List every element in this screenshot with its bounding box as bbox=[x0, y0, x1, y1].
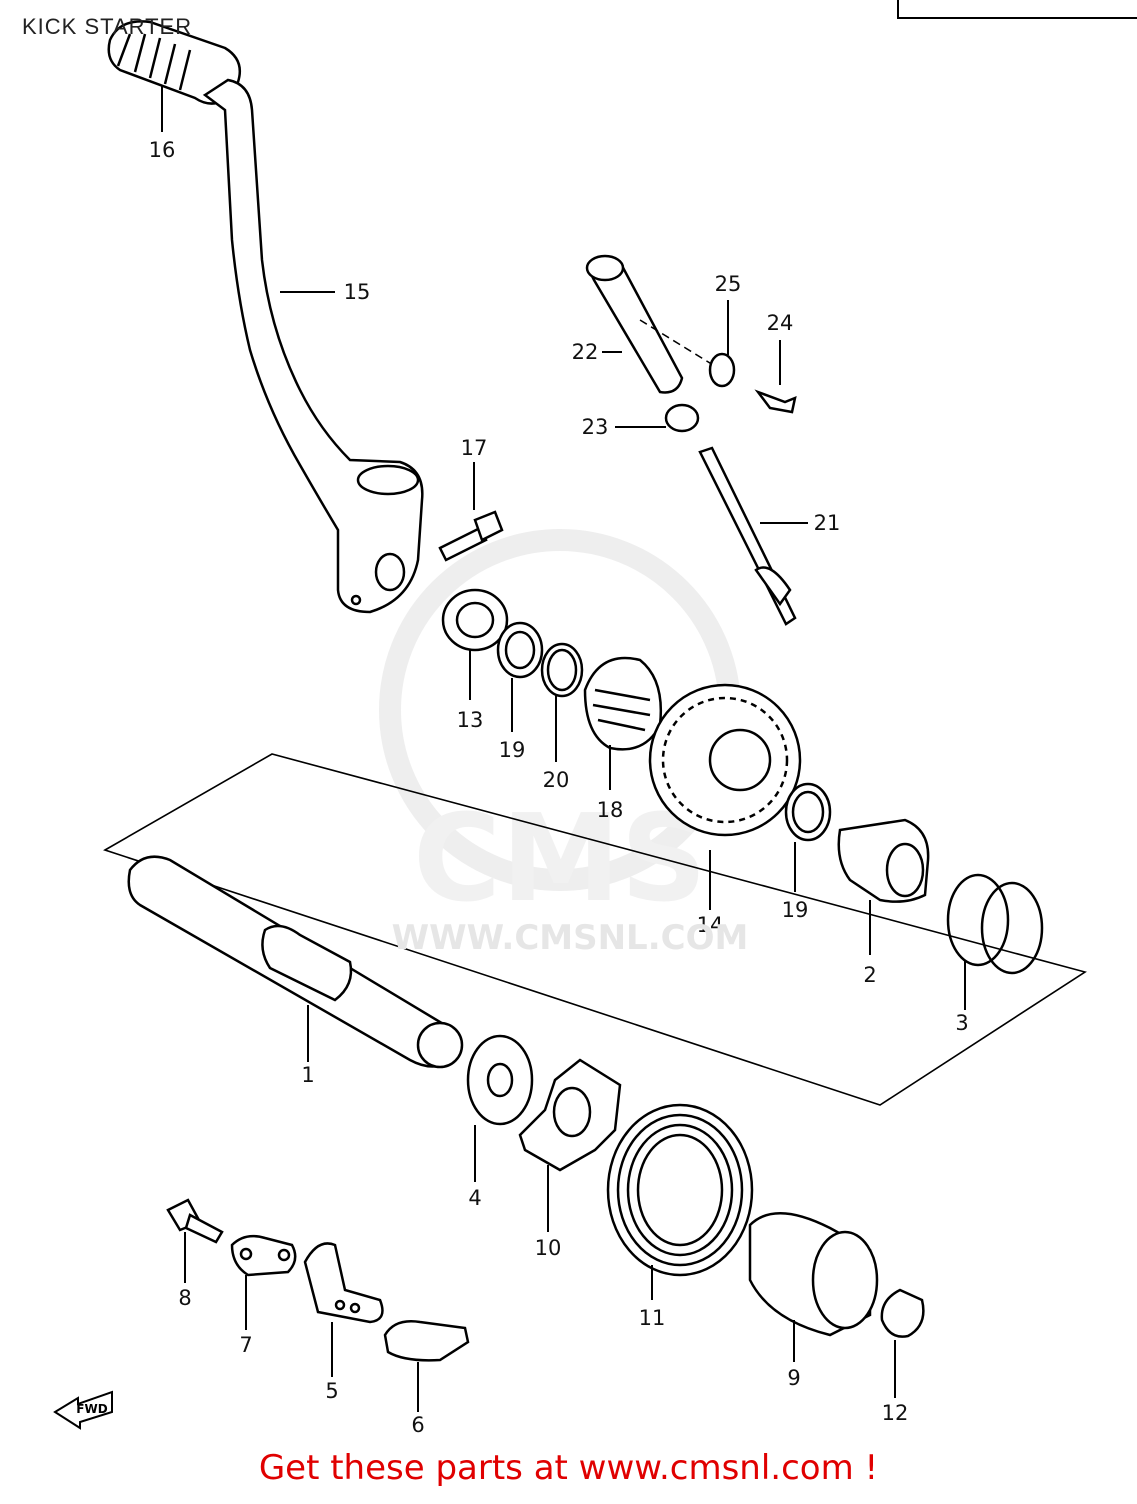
callout-20: 20 bbox=[543, 768, 570, 792]
leader-lines bbox=[161, 85, 966, 1412]
part-25-washer bbox=[708, 352, 736, 388]
part-10-stopper bbox=[518, 1058, 622, 1172]
part-9-cover bbox=[748, 1212, 879, 1337]
callout-10: 10 bbox=[535, 1236, 562, 1260]
callout-22: 22 bbox=[572, 340, 599, 364]
diagram-title: KICK STARTER bbox=[22, 14, 193, 39]
part-19-washer-upper bbox=[496, 621, 544, 679]
callout-18: 18 bbox=[597, 798, 624, 822]
callout-3: 3 bbox=[955, 1011, 968, 1035]
part-13-oil-seal bbox=[441, 588, 509, 652]
fwd-arrow: FWD bbox=[53, 1390, 113, 1430]
callout-14: 14 bbox=[697, 913, 724, 937]
callout-2: 2 bbox=[863, 963, 876, 987]
callout-1: 1 bbox=[301, 1063, 314, 1087]
part-8-bolt bbox=[166, 1198, 224, 1244]
callout-7: 7 bbox=[239, 1333, 252, 1357]
assembly-outline bbox=[103, 753, 1087, 1106]
callout-19-lower: 19 bbox=[782, 898, 809, 922]
callout-11: 11 bbox=[639, 1306, 666, 1330]
callout-21: 21 bbox=[814, 511, 841, 535]
callout-19-upper: 19 bbox=[499, 738, 526, 762]
callout-4: 4 bbox=[468, 1186, 481, 1210]
callout-6: 6 bbox=[411, 1413, 424, 1437]
callout-13: 13 bbox=[457, 708, 484, 732]
callout-15: 15 bbox=[344, 280, 371, 304]
part-15-kick-lever bbox=[202, 78, 424, 614]
part-3-spring bbox=[946, 873, 1044, 975]
footer-promo-text[interactable]: Get these parts at www.cmsnl.com ! bbox=[258, 1448, 879, 1488]
part-12-circlip bbox=[880, 1288, 925, 1338]
part-14-driven-gear bbox=[648, 683, 802, 837]
callout-12: 12 bbox=[882, 1401, 909, 1425]
fwd-label: FWD bbox=[76, 1402, 107, 1416]
part-5-plate bbox=[303, 1242, 384, 1324]
leader-dashed-22-25 bbox=[639, 319, 719, 369]
watermark-logo-text: CMS bbox=[413, 790, 707, 929]
part-18-drive-gear bbox=[583, 656, 662, 751]
callout-25: 25 bbox=[715, 272, 742, 296]
part-19-washer-lower bbox=[784, 782, 832, 842]
part-11-return-spring bbox=[606, 1103, 754, 1277]
part-20-circlip bbox=[540, 642, 584, 698]
part-24-bolt bbox=[754, 389, 797, 414]
part-22-shaft bbox=[585, 254, 684, 394]
callout-9: 9 bbox=[787, 1366, 800, 1390]
callout-8: 8 bbox=[178, 1286, 191, 1310]
part-23-o-ring bbox=[664, 403, 700, 433]
part-21-pin bbox=[698, 446, 797, 626]
callout-24: 24 bbox=[767, 311, 794, 335]
callout-17: 17 bbox=[461, 436, 488, 460]
callout-16: 16 bbox=[149, 138, 176, 162]
part-1-kick-shaft bbox=[127, 855, 464, 1069]
watermark-url: WWW.CMSNL.COM bbox=[391, 918, 749, 958]
part-2-guide bbox=[837, 818, 930, 903]
callout-23: 23 bbox=[582, 415, 609, 439]
part-6-plate bbox=[383, 1320, 470, 1362]
part-17-bolt bbox=[438, 510, 504, 562]
part-4-washer bbox=[466, 1034, 534, 1126]
callout-5: 5 bbox=[325, 1379, 338, 1403]
frame-corner bbox=[897, 0, 1137, 19]
part-7-plate bbox=[230, 1234, 297, 1277]
